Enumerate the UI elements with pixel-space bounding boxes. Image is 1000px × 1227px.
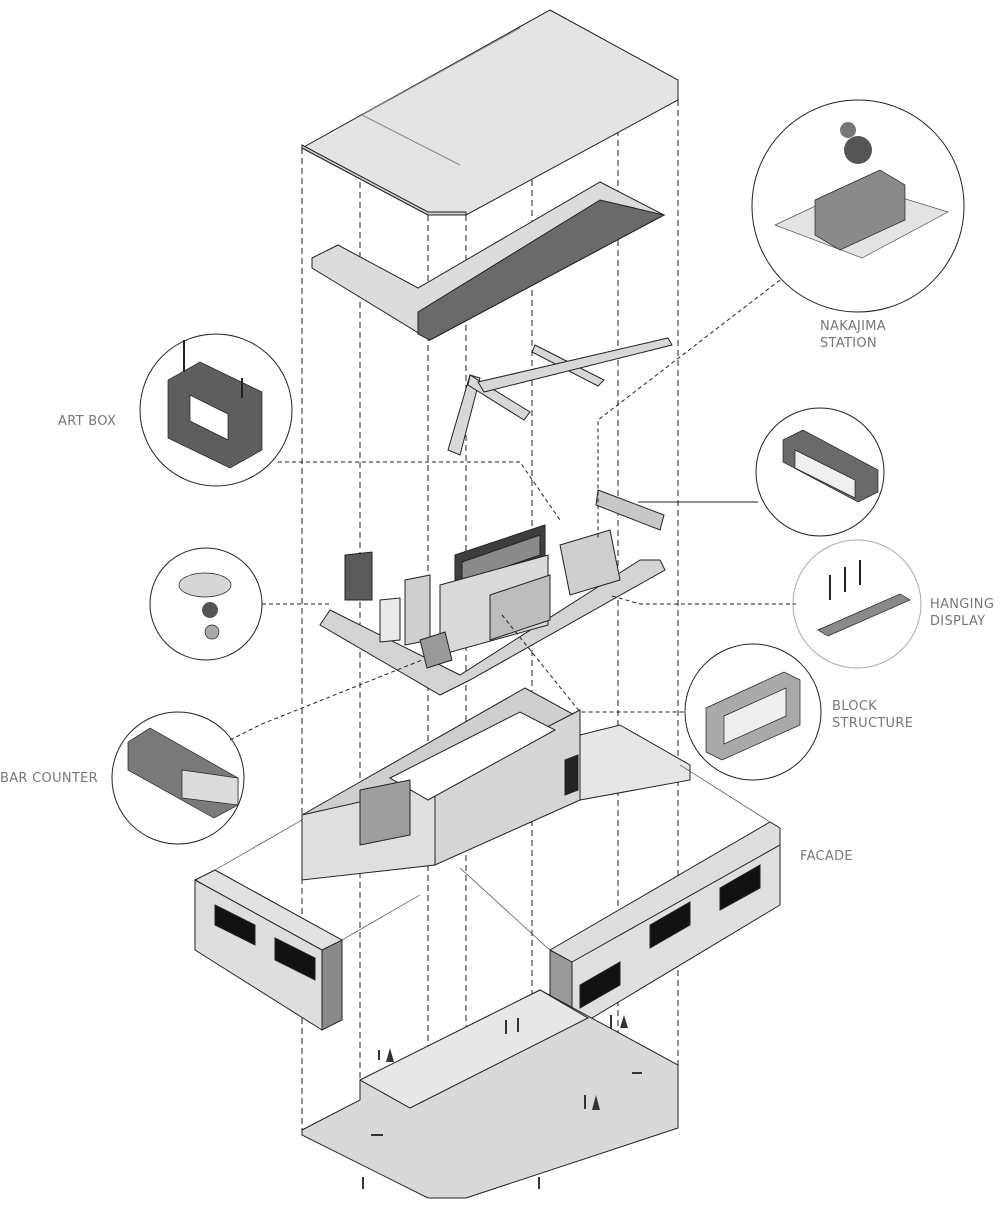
ground-slab — [301, 989, 679, 1199]
interior-furniture-cluster — [319, 489, 666, 696]
callout-cabinet — [755, 407, 885, 537]
label-block-structure: BLOCK STRUCTURE — [832, 699, 914, 731]
cross-beams — [447, 337, 673, 456]
label-nakajima-station: NAKAJIMA STATION — [820, 319, 886, 351]
callout-art-box — [139, 333, 293, 487]
callout-table — [149, 547, 263, 661]
leader-lines — [229, 279, 796, 741]
label-facade: FACADE — [800, 849, 853, 864]
facade-right — [549, 821, 781, 1031]
ground-floor-block — [301, 687, 691, 881]
callout-hanging-display — [792, 539, 922, 669]
facade-left — [194, 869, 343, 1031]
label-art-box: ART BOX — [58, 414, 117, 429]
callout-block-structure — [684, 643, 822, 781]
facade-outline-lines — [214, 764, 771, 953]
callout-nakajima-station — [751, 99, 965, 313]
callout-bar-counter — [111, 711, 245, 845]
label-bar-counter: BAR COUNTER — [0, 771, 99, 786]
label-hanging-display: HANGING DISPLAY — [930, 597, 995, 629]
roof-slab — [300, 9, 679, 216]
people-figures — [362, 1015, 642, 1189]
ceiling-strip — [311, 181, 666, 341]
